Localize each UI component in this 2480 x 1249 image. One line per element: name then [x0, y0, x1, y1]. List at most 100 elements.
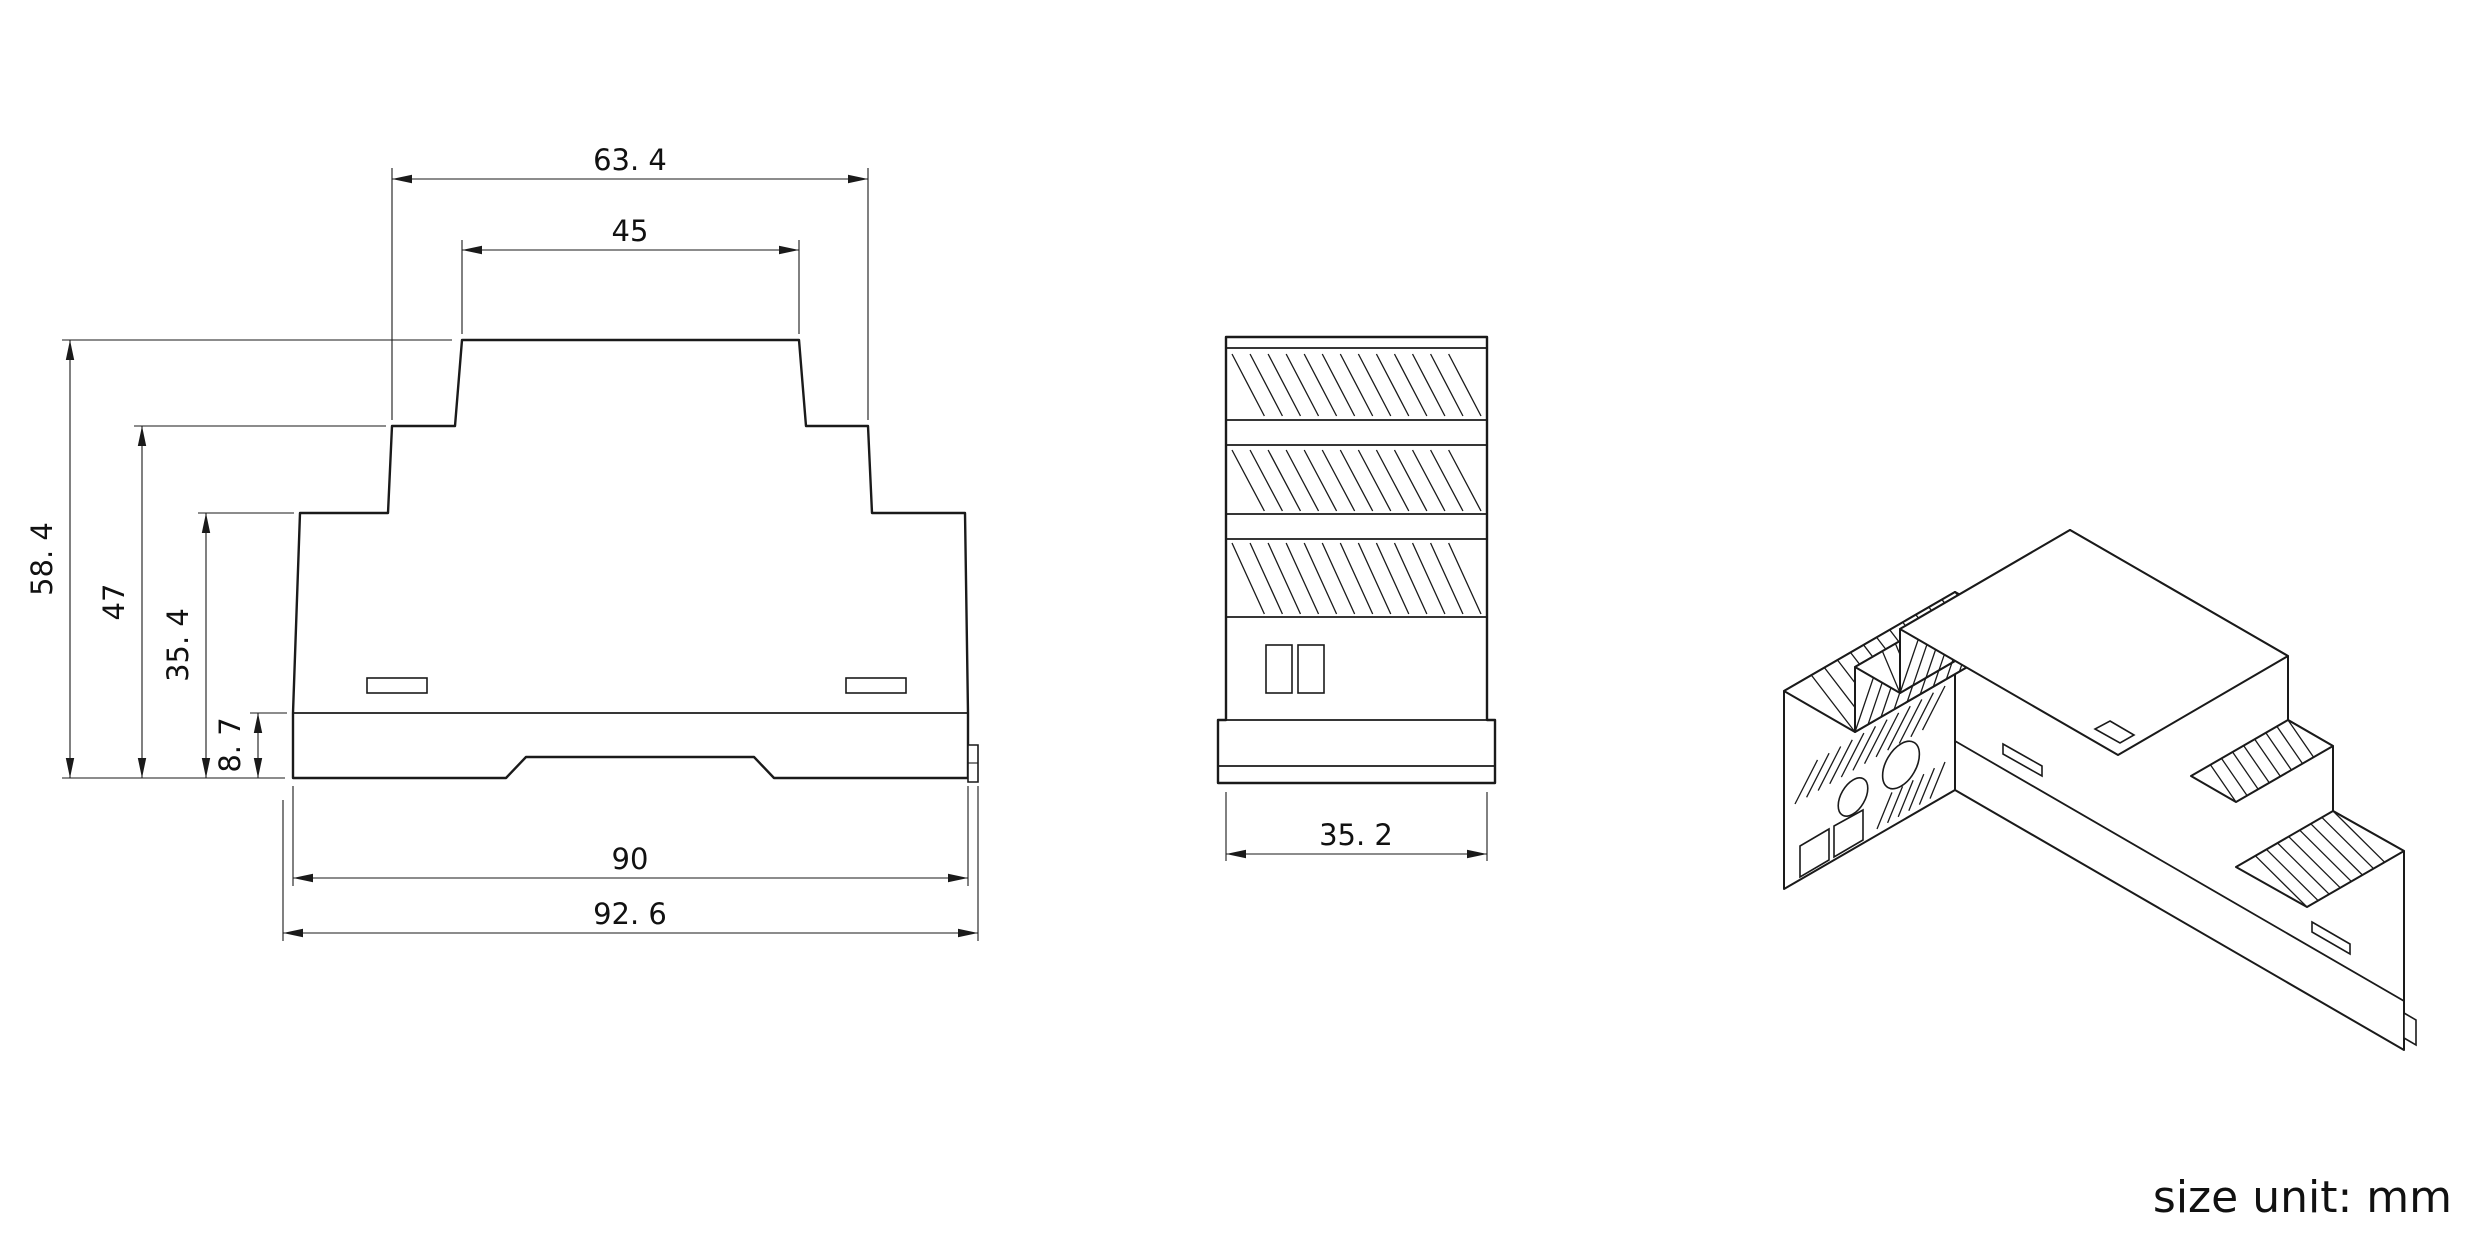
vent-hatch-line [1249, 353, 1283, 417]
iso-din-clip-tab [2403, 1011, 2417, 1047]
vent-hatch-line [1339, 353, 1374, 417]
vent-hatch-line [1876, 792, 1893, 830]
dimension-92-6: 92. 6 [282, 786, 979, 941]
dimension-8-7: 8. 7 [213, 712, 287, 778]
dim-text-35-4: 35. 4 [161, 608, 195, 682]
dim-text-58-4: 58. 4 [25, 522, 59, 596]
vent-hatch-line [1881, 650, 1901, 694]
vent-hatch-line [1806, 752, 1830, 798]
dim-text-35-2: 35. 2 [1319, 818, 1393, 852]
iso-end-vent-hatch-upper [1794, 685, 1946, 805]
vent-hatch-line [1910, 692, 1934, 738]
vent-hatch-line [2266, 848, 2319, 902]
vent-hatch-line [1852, 726, 1877, 771]
vent-hatch-line [1887, 786, 1904, 824]
vent-hatch-line [1430, 353, 1464, 417]
vent-hatch-line [1375, 353, 1410, 417]
iso-end-vent-hatch-lower [1876, 761, 1946, 830]
vent-hatch-line [1285, 449, 1320, 512]
vent-hatch-line [1794, 759, 1819, 805]
vent-hatch-line [1267, 542, 1302, 615]
dimension-47: 47 [97, 425, 386, 778]
vent-hatch-line [1908, 773, 1925, 811]
vent-hatch-line [2299, 829, 2352, 882]
iso-cap-top-face [1899, 529, 2289, 756]
dimension-63-4: 63. 4 [391, 143, 869, 420]
vent-hatch-line [1393, 542, 1428, 615]
vent-hatch-line [2321, 816, 2374, 870]
vent-hatch-line [1303, 449, 1338, 512]
front-vent-slot-left [366, 677, 428, 694]
vent-hatch-line [1375, 449, 1410, 512]
dim-text-63-4: 63. 4 [593, 143, 667, 177]
side-terminal-block-2 [1297, 644, 1325, 694]
vent-hatch-line [1921, 685, 1946, 731]
dim-text-47: 47 [97, 584, 131, 621]
vent-hatch-line [1393, 449, 1428, 512]
vent-hatch-line [1448, 449, 1482, 512]
vent-hatch-line [2332, 810, 2386, 863]
vent-hatch-line [1249, 449, 1283, 512]
vent-hatch-line [1887, 705, 1911, 751]
vent-hatch-line [1810, 674, 1856, 733]
vent-hatch-line [1303, 542, 1338, 615]
front-view: 63. 4 45 58. 4 47 35. 4 [25, 143, 979, 941]
vent-hatch-line [1321, 449, 1356, 512]
dim-text-90: 90 [612, 842, 649, 876]
iso-side-slot-far [2311, 920, 2351, 956]
vent-hatch-line [1411, 542, 1446, 615]
vent-hatch-line [1321, 542, 1356, 615]
vent-hatch-line [1898, 699, 1923, 744]
side-vent-hatch-2 [1231, 449, 1482, 512]
iso-far-mid-terrace-hatch [2209, 719, 2315, 803]
side-terminal-block-1 [1265, 644, 1293, 694]
vent-hatch-line [1918, 767, 1935, 805]
vent-hatch-line [1231, 449, 1265, 512]
size-unit-note: size unit: mm [2153, 1172, 2452, 1223]
dimension-90: 90 [292, 786, 969, 886]
vent-hatch-line [2254, 855, 2308, 908]
vent-hatch-line [2254, 738, 2281, 777]
vent-hatch-line [1303, 353, 1338, 417]
vent-hatch-line [2265, 732, 2292, 771]
vent-hatch-line [2220, 758, 2248, 796]
iso-terminal-hole-small [1837, 777, 1869, 817]
vent-hatch-line [1231, 353, 1265, 417]
vent-hatch-line [1231, 542, 1265, 615]
vent-hatch-line [1829, 739, 1853, 785]
dimension-45: 45 [461, 214, 800, 334]
vent-hatch-line [1929, 761, 1946, 799]
vent-hatch-line [1897, 780, 1914, 818]
vent-hatch-line [1817, 746, 1842, 791]
vent-hatch-line [1249, 542, 1284, 615]
vent-hatch-line [1375, 542, 1410, 615]
dim-text-45: 45 [612, 214, 649, 248]
vent-hatch-line [1357, 542, 1392, 615]
vent-hatch-line [2209, 764, 2237, 803]
dimension-58-4: 58. 4 [25, 339, 452, 779]
vent-hatch-line [1267, 449, 1302, 512]
vent-hatch-line [1429, 542, 1464, 615]
vent-hatch-line [1411, 353, 1446, 417]
iso-top-label-mark [2093, 720, 2136, 744]
side-outline [1216, 335, 1497, 785]
vent-hatch-line [1448, 353, 1482, 417]
vent-hatch-line [2276, 726, 2304, 764]
iso-base-separation-line [1954, 740, 2405, 1002]
dimension-35-2: 35. 2 [1225, 792, 1488, 861]
vent-hatch-line [1321, 353, 1356, 417]
dim-text-92-6: 92. 6 [593, 897, 667, 931]
iso-side-slot-near [2002, 742, 2043, 778]
vent-hatch-line [1863, 719, 1888, 764]
vent-hatch-line [1285, 353, 1320, 417]
dim-text-8-7: 8. 7 [213, 717, 247, 772]
vent-hatch-line [1339, 449, 1374, 512]
vent-hatch-line [2310, 823, 2363, 876]
vent-hatch-line [1840, 732, 1865, 778]
vent-hatch-line [2287, 719, 2315, 758]
side-view: 35. 2 [1216, 335, 1497, 861]
vent-hatch-line [1875, 712, 1900, 758]
vent-hatch-line [1393, 353, 1428, 417]
